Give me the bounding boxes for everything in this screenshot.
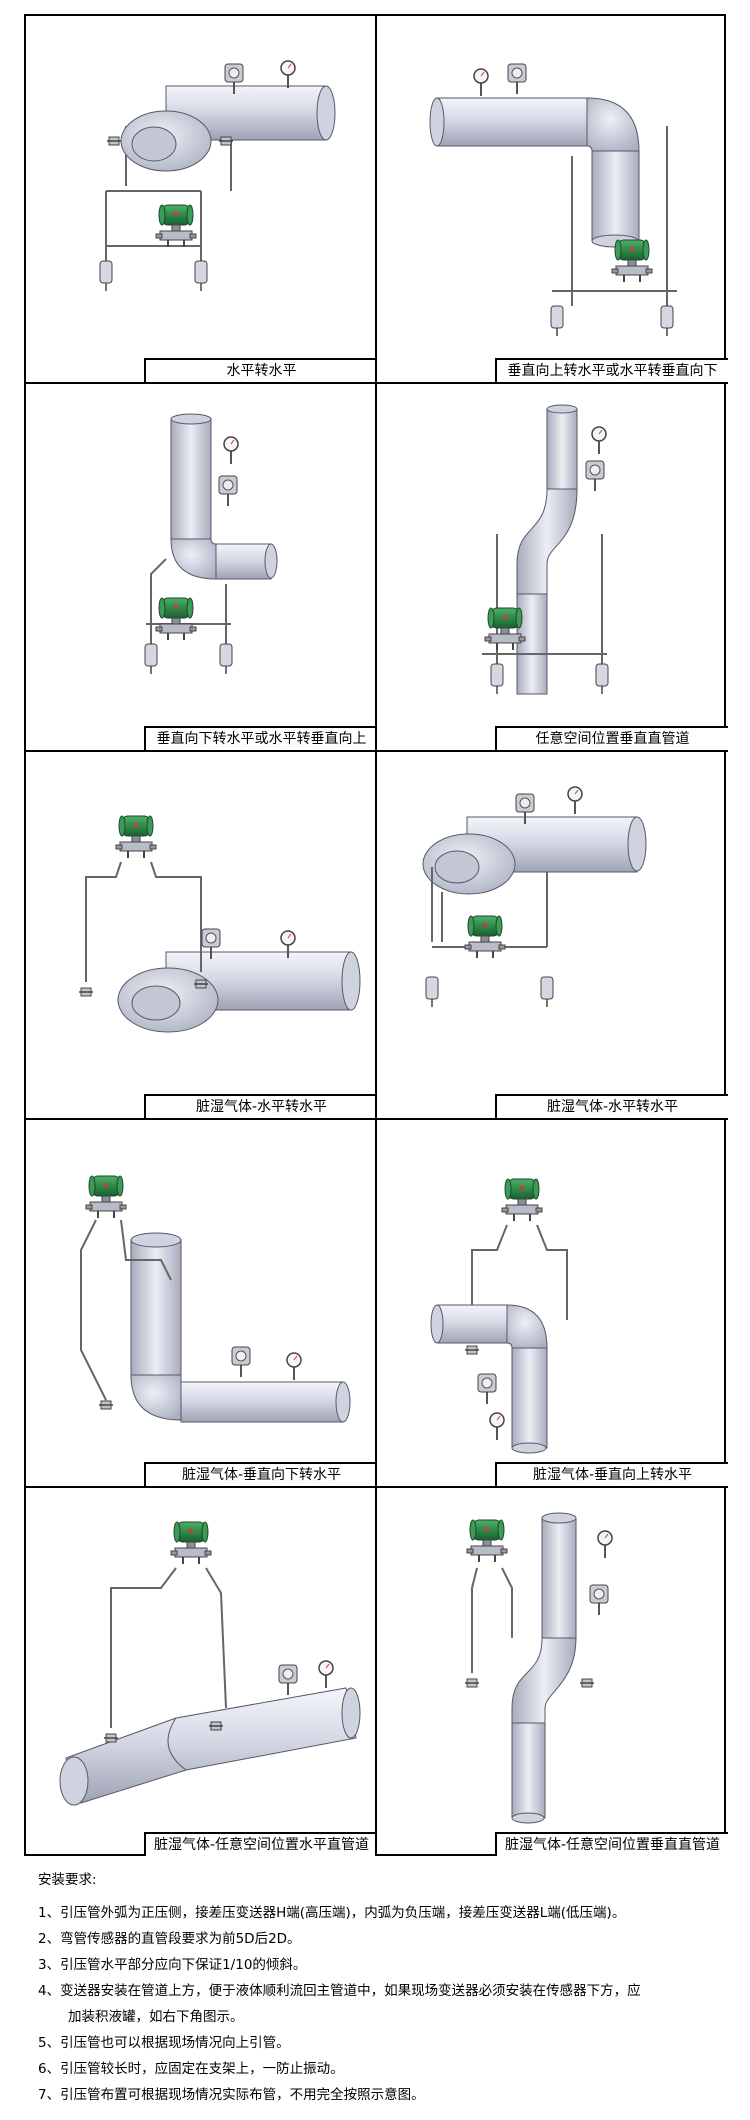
panel-dirty-gas-vertical-straight-pipe: 脏湿气体-任意空间位置垂直直管道 [377, 1488, 728, 1856]
panel-dirty-gas-horizontal-to-horizontal: 脏湿气体-水平转水平 [26, 752, 377, 1120]
panel-horizontal-to-horizontal: 水平转水平 [26, 16, 377, 384]
panel-caption: 脏湿气体-垂直向上转水平 [495, 1462, 728, 1486]
note-item: 6、引压管较长时，应固定在支架上，一防止振动。 [38, 2061, 344, 2077]
diagram-vertical-up-to-horizontal [429, 63, 677, 337]
note-item: 7、引压管布置可根据现场情况实际布管，不用完全按照示意图。 [38, 2087, 425, 2103]
panel-dirty-gas-vertical-down-to-horizontal: 脏湿气体-垂直向下转水平 [26, 1120, 377, 1488]
panel-vertical-up-to-horizontal: 垂直向上转水平或水平转垂直向下 [377, 16, 728, 384]
note-item-continuation: 加装积液罐，如右下角图示。 [68, 2009, 244, 2025]
note-item: 5、引压管也可以根据现场情况向上引管。 [38, 2035, 290, 2051]
note-item: 2、弯管传感器的直管段要求为前5D后2D。 [38, 1931, 301, 1947]
panel-caption: 水平转水平 [144, 358, 375, 382]
diagram-dirty-gas-vertical-down-to-horizontal [80, 1175, 351, 1423]
diagram-dirty-gas-horizontal-to-horizontal [78, 815, 361, 1033]
diagram-grid: 水平转水平 垂直向上转水平或水平转垂直向下 垂直向下 [24, 14, 728, 1856]
panel-caption: 脏湿气体-水平转水平 [144, 1094, 375, 1118]
diagram-dirty-gas-horizontal-to-horizontal-2 [422, 786, 647, 1008]
panel-vertical-straight-pipe: 任意空间位置垂直直管道 [377, 384, 728, 752]
diagram-vertical-straight-pipe [482, 404, 609, 695]
panel-caption: 脏湿气体-任意空间位置垂直直管道 [495, 1832, 728, 1856]
diagram-horizontal-to-horizontal [99, 60, 336, 292]
diagram-vertical-down-to-horizontal [144, 413, 278, 675]
note-item: 3、引压管水平部分应向下保证1/10的倾斜。 [38, 1957, 307, 1973]
panel-dirty-gas-horizontal-straight-pipe: 脏湿气体-任意空间位置水平直管道 [26, 1488, 377, 1856]
panel-dirty-gas-horizontal-to-horizontal-2: 脏湿气体-水平转水平 [377, 752, 728, 1120]
diagram-dirty-gas-vertical-straight-pipe [464, 1512, 613, 1824]
note-item: 4、变送器安装在管道上方，便于液体顺利流回主管道中，如果现场变送器必须安装在传感… [38, 1983, 641, 1999]
installation-notes: 安装要求: 1、引压管外弧为正压侧，接差压变送器H端(高压端)，内弧为负压端，接… [38, 1870, 728, 2108]
notes-title: 安装要求: [38, 1872, 97, 1888]
panel-caption: 脏湿气体-垂直向下转水平 [144, 1462, 375, 1486]
panel-caption: 垂直向下转水平或水平转垂直向上 [144, 726, 375, 750]
note-item: 1、引压管外弧为正压侧，接差压变送器H端(高压端)，内弧为负压端，接差压变送器L… [38, 1905, 626, 1921]
panel-dirty-gas-vertical-up-to-horizontal: 脏湿气体-垂直向上转水平 [377, 1120, 728, 1488]
diagram-dirty-gas-vertical-up-to-horizontal [430, 1178, 568, 1454]
panel-caption: 垂直向上转水平或水平转垂直向下 [495, 358, 728, 382]
panel-caption: 脏湿气体-任意空间位置水平直管道 [144, 1832, 375, 1856]
panel-vertical-down-to-horizontal: 垂直向下转水平或水平转垂直向上 [26, 384, 377, 752]
panel-caption: 任意空间位置垂直直管道 [495, 726, 728, 750]
diagram-dirty-gas-horizontal-straight-pipe [59, 1521, 361, 1806]
panel-caption: 脏湿气体-水平转水平 [495, 1094, 728, 1118]
